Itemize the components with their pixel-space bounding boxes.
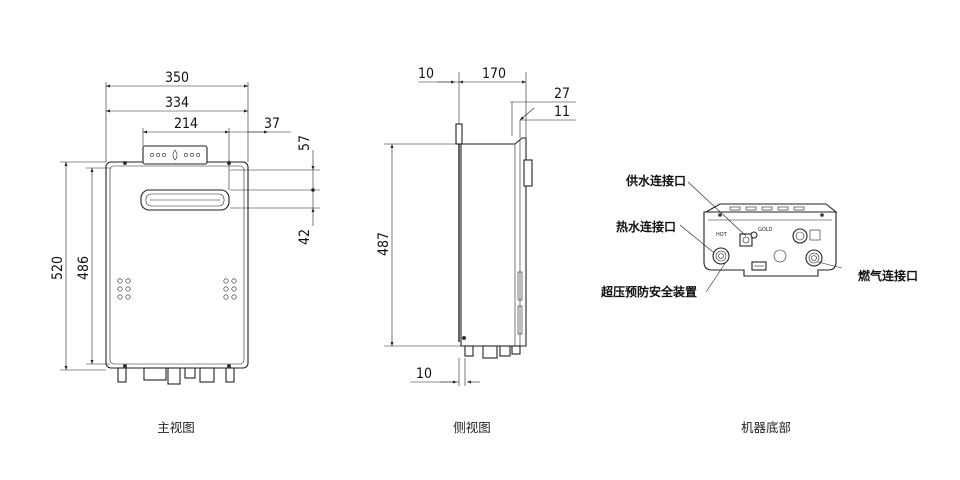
dim-side-height: 487 — [376, 232, 392, 256]
hot-water-fitting — [712, 247, 730, 265]
label-safety-device: 超压预防安全装置 — [600, 284, 697, 299]
side-view-caption: 侧视图 — [453, 420, 491, 435]
dim-height-inner: 486 — [76, 256, 92, 280]
dim-top-left: 10 — [418, 66, 434, 82]
gas-fitting — [805, 249, 823, 267]
dim-panel-width: 214 — [174, 116, 198, 132]
dim-width-total: 350 — [165, 70, 189, 86]
front-bottom-fittings — [117, 367, 235, 385]
label-hot-water: 热水连接口 — [616, 219, 676, 234]
front-panel-inner — [109, 165, 245, 365]
dim-right-27: 27 — [554, 86, 570, 102]
label-gas: 燃气连接口 — [858, 268, 918, 283]
vent-holes-right — [223, 278, 237, 300]
dim-bottom-left: 10 — [416, 366, 432, 382]
control-strip — [142, 145, 208, 165]
side-exhaust-stub — [523, 159, 533, 187]
dim-depth: 170 — [482, 66, 506, 82]
screw — [227, 364, 231, 368]
dim-panel-offset: 37 — [264, 116, 280, 132]
screw — [123, 364, 127, 368]
svg-text:HOT: HOT — [716, 232, 728, 238]
svg-text:GOLD: GOLD — [758, 227, 773, 233]
vent-holes-left — [117, 278, 131, 300]
water-supply-fitting — [739, 231, 758, 247]
front-dimensions — [60, 82, 320, 371]
dim-height-total: 520 — [50, 256, 66, 280]
control-indicators — [150, 149, 200, 161]
bottom-body-outline — [703, 211, 837, 277]
gas-inlet-cap — [792, 228, 808, 244]
dim-top-exhaust: 57 — [297, 135, 313, 151]
bottom-leaders — [679, 181, 843, 293]
bottom-view-caption: 机器底部 — [741, 420, 791, 435]
screw — [123, 161, 127, 165]
safety-device — [751, 261, 767, 271]
dim-width-inner: 334 — [165, 95, 189, 111]
label-water-supply: 供水连接口 — [625, 173, 686, 188]
flame-icon — [172, 149, 178, 161]
side-body-outline — [460, 137, 527, 347]
front-view: 350 334 214 37 57 42 520 486 主视图 — [50, 70, 320, 435]
side-view: 10 170 27 11 487 10 侧视图 — [376, 66, 576, 435]
front-view-caption: 主视图 — [157, 420, 195, 435]
dim-right-11: 11 — [554, 104, 570, 120]
side-dimensions — [384, 72, 576, 386]
dim-bottom-exhaust: 42 — [297, 229, 313, 245]
bottom-view: HOT GOLD — [600, 173, 918, 435]
side-bottom-fittings — [464, 345, 521, 359]
